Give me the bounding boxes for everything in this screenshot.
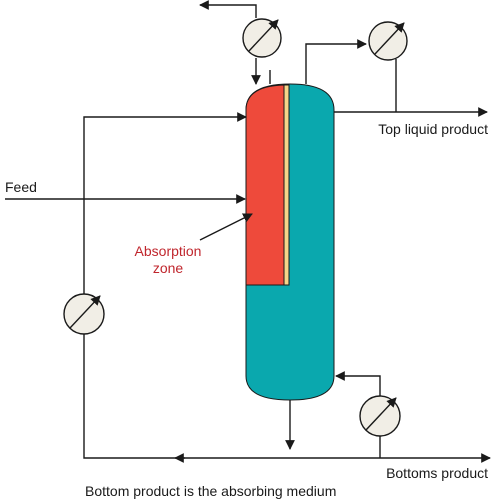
heat-exchanger-recycle-icon <box>63 293 105 335</box>
heat-exchanger-reboiler-icon <box>359 395 401 437</box>
absorption-zone-label-line1: Absorption <box>135 243 202 259</box>
absorbing-medium-note: Bottom product is the absorbing medium <box>85 483 336 499</box>
recycle-line-lower <box>83 334 491 463</box>
recycle-line-left <box>83 112 247 294</box>
overhead-vapor-outlet <box>199 0 257 18</box>
overhead-line-2 <box>305 39 367 84</box>
absorption-zone-stripe <box>283 84 290 286</box>
heat-exchanger-overhead-left-icon <box>242 18 282 58</box>
absorption-zone-packing <box>245 84 285 286</box>
reboiler-return-line <box>335 371 381 396</box>
top-liquid-product-label: Top liquid product <box>378 121 488 137</box>
absorption-zone-label-line2: zone <box>153 260 184 276</box>
heat-exchanger-overhead-right-icon <box>368 21 408 61</box>
absorption-zone-leader <box>199 213 253 241</box>
bottoms-product-label: Bottoms product <box>386 465 488 481</box>
feed-label: Feed <box>5 179 37 195</box>
